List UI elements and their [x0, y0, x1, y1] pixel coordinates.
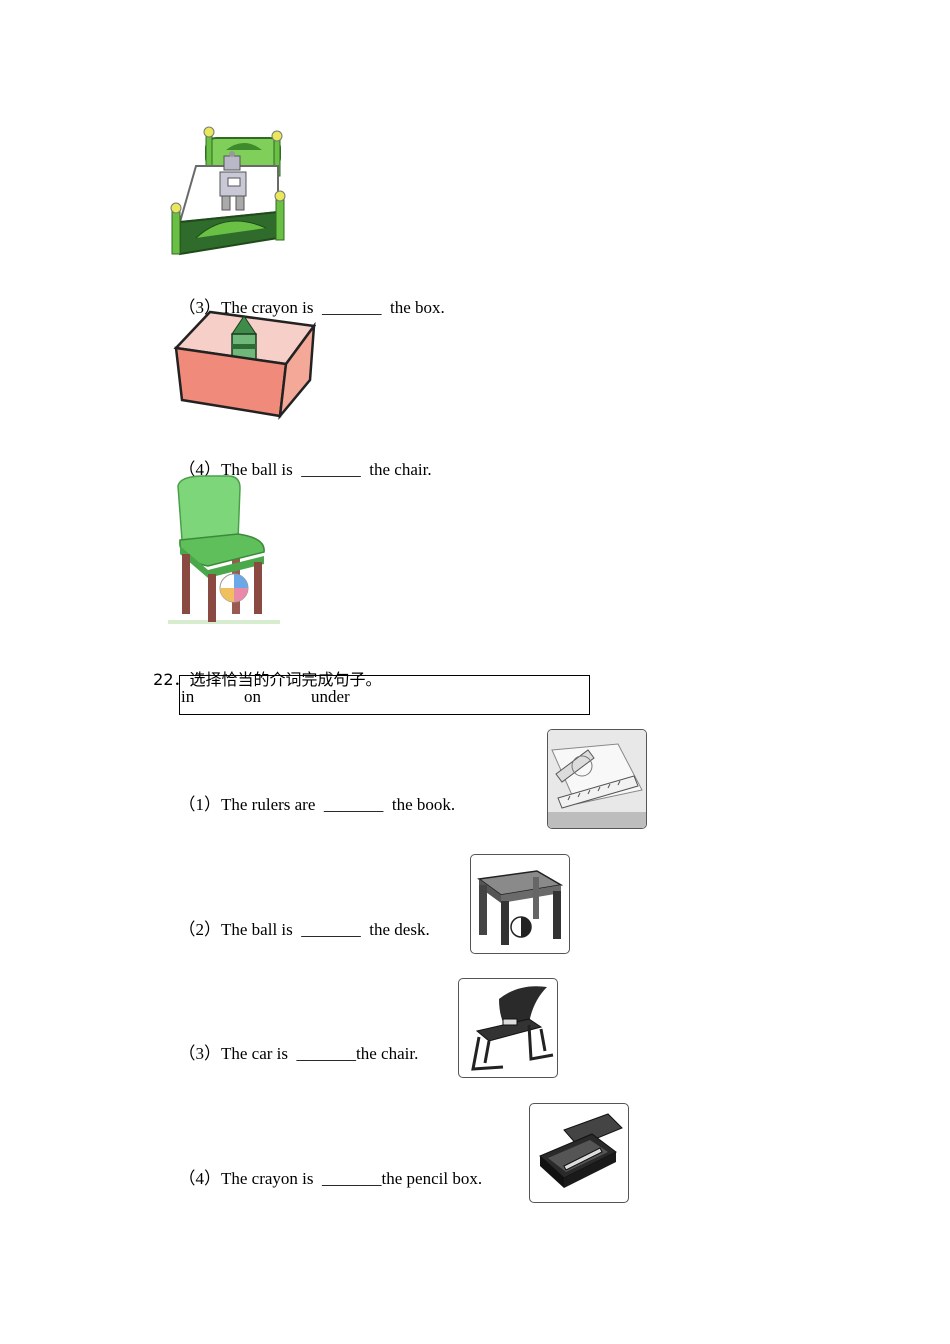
crayon-in-pencil-box-picture: [529, 1103, 629, 1203]
item-number: （3）: [178, 1044, 222, 1063]
question-item-a4: （4）The ball is _______ the chair.: [170, 435, 432, 480]
item-sentence: The crayon is _______the pencil box.: [221, 1169, 483, 1188]
word-bank-box: in on under: [179, 675, 590, 715]
item-number: （1）: [178, 795, 222, 814]
question-item-22-4: （4）The crayon is _______the pencil box.: [170, 1144, 483, 1189]
item-sentence: The rulers are _______ the book.: [221, 795, 456, 814]
ball-under-desk-picture: [470, 854, 570, 954]
item-sentence: The ball is _______ the desk.: [221, 920, 430, 939]
item-number: （4）: [178, 1169, 222, 1188]
question-22-heading: 22．选择恰当的介词完成句子。: [143, 647, 382, 690]
word-bank-word: in: [181, 687, 195, 706]
question-number: 22．: [153, 670, 190, 689]
question-item-a3: （3）The crayon is _______ the box.: [170, 273, 445, 318]
word-bank-word: under: [311, 687, 350, 706]
question-item-22-1: （1）The rulers are _______ the book.: [170, 770, 456, 815]
question-item-22-2: （2）The ball is _______ the desk.: [170, 895, 430, 940]
question-instruction: 选择恰当的介词完成句子。: [189, 670, 382, 689]
car-on-chair-picture: [458, 978, 558, 1078]
item-number: （2）: [178, 920, 222, 939]
item-sentence: The car is _______the chair.: [221, 1044, 419, 1063]
item-number: （4）: [178, 460, 222, 479]
item-sentence: The crayon is _______ the box.: [221, 298, 445, 317]
crayon-in-box-picture: [170, 304, 317, 422]
item-sentence: The ball is _______ the chair.: [221, 460, 432, 479]
bed-with-robot-picture: [166, 126, 288, 258]
rulers-on-book-picture: [547, 729, 647, 829]
ball-under-chair-picture: [168, 474, 280, 626]
word-bank-word: on: [244, 687, 261, 706]
question-item-22-3: （3）The car is _______the chair.: [170, 1019, 419, 1064]
